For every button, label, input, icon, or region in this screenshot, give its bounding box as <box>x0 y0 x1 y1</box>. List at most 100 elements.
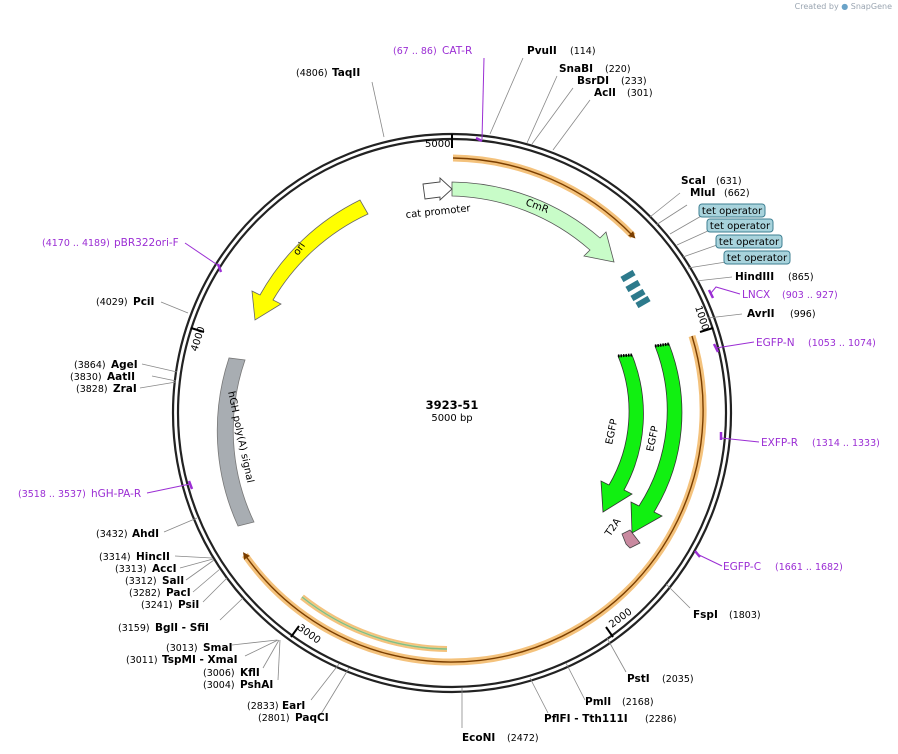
primer-hgh-pa-r-name: hGH-PA-R <box>91 488 141 500</box>
tick-3000 <box>290 625 300 638</box>
leader-eari <box>310 663 340 701</box>
leader-snabi <box>526 75 558 144</box>
tet-operator-box-1 <box>698 203 766 218</box>
primer-hgh-pa-r-line <box>146 483 191 494</box>
site-pvuii-pos: (114) <box>570 46 596 57</box>
leader-paqci <box>320 667 350 715</box>
leader-tetop3 <box>682 244 718 258</box>
feature-cmR-arrow <box>451 181 615 263</box>
primer-exfp-r-pos: (1314 .. 1333) <box>812 438 880 449</box>
tick-label-1000: 1000 <box>692 305 710 333</box>
site-hindiii-pos: (865) <box>788 272 814 283</box>
site-ahdi-name: AhdI <box>132 528 159 540</box>
site-bgli-pos: (3159) <box>118 623 150 634</box>
leader-acci <box>179 558 214 569</box>
leader-tetop2 <box>676 229 711 246</box>
tet-operator-box-3 <box>715 234 783 249</box>
leader-scai <box>649 192 681 218</box>
site-bsrdi-pos: (233) <box>621 76 647 87</box>
site-mlui-name: MluI <box>690 187 715 199</box>
site-pflfi-name: PflFI - Tth111I <box>544 713 628 725</box>
primer-cat-r-name: CAT-R <box>442 45 472 57</box>
tick-1000 <box>699 327 714 333</box>
feature-ori-arrow <box>251 199 369 321</box>
primer-egfp-c-line <box>696 553 723 567</box>
primer-labels: (67 .. 86) CAT-R (4170 .. 4189) pBR322or… <box>18 45 880 573</box>
site-bsrdi-name: BsrDI <box>577 75 609 87</box>
site-zrai-pos: (3828) <box>76 384 108 395</box>
site-taqii-name: TaqII <box>332 67 360 79</box>
feature-t2a-label: T2A <box>603 516 624 539</box>
site-hincii-pos: (3314) <box>99 552 131 563</box>
tick-label-5000: 5000 <box>425 139 450 150</box>
site-snabi-pos: (220) <box>605 64 631 75</box>
leader-ahdi <box>163 517 198 533</box>
leader-agei <box>141 363 178 373</box>
site-tspmi-pos: (3011) <box>126 655 158 666</box>
site-aatii-pos: (3830) <box>70 372 102 383</box>
leader-pflfi <box>529 677 549 714</box>
orf-cmR-line <box>452 157 636 239</box>
primer-egfp-n-pos: (1053 .. 1074) <box>808 338 876 349</box>
tet-operator-label-4: tet operator <box>727 253 788 264</box>
feature-hgh-polya-arrow <box>216 357 255 527</box>
operator-labels: tet operator tet operator tet operator t… <box>698 203 791 265</box>
leader-aatii <box>151 375 177 382</box>
tick-4000 <box>190 327 205 333</box>
primer-markers <box>146 57 760 567</box>
plasmid-size: 5000 bp <box>431 413 472 424</box>
site-zrai-name: ZraI <box>113 383 137 395</box>
site-aatii-name: AatII <box>107 371 135 383</box>
site-ahdi-pos: (3432) <box>96 529 128 540</box>
site-paci-pos: (3282) <box>129 588 161 599</box>
site-kfli-pos: (3006) <box>203 668 235 679</box>
primer-exfp-r-name: EXFP-R <box>761 437 798 449</box>
primer-cat-r-pos: (67 .. 86) <box>393 46 437 57</box>
orf-inner-green <box>301 596 448 650</box>
site-snabi-name: SnaBI <box>559 63 593 75</box>
feature-t2a-arrow <box>621 529 641 549</box>
site-labels: (4806) TaqII PvuII (114) SnaBI (220) Bsr… <box>70 45 816 744</box>
site-pshai-pos: (3004) <box>203 680 235 691</box>
site-pmli-pos: (2168) <box>622 697 654 708</box>
leader-psti <box>606 637 627 673</box>
site-paci-name: PacI <box>166 587 191 599</box>
tet-operator-box-2 <box>706 218 774 233</box>
leader-tetop4 <box>687 261 727 269</box>
leader-psii <box>202 577 228 603</box>
site-acci-name: AccI <box>152 563 176 575</box>
site-psii-pos: (3241) <box>141 600 173 611</box>
primer-exfp-r-line <box>720 437 760 443</box>
site-fspi-pos: (1803) <box>729 610 761 621</box>
tet-operator-label-2: tet operator <box>710 221 771 232</box>
site-avrii-name: AvrII <box>747 308 775 320</box>
site-bgli-name: BglI - SfiI <box>155 622 209 634</box>
orf-egfp-line <box>242 335 704 663</box>
tet-operator-label-3: tet operator <box>719 237 780 248</box>
leader-zrai <box>139 381 177 389</box>
site-psti-name: PstI <box>627 673 650 685</box>
primer-egfp-n-line <box>715 341 755 349</box>
leader-hincii <box>174 555 213 559</box>
site-hindiii-name: HindIII <box>735 271 774 283</box>
leader-taqii <box>371 81 385 138</box>
site-scai-name: ScaI <box>681 175 706 187</box>
leader-acli <box>552 99 591 151</box>
operator-block-4 <box>635 295 651 309</box>
tet-operator-box-4 <box>723 250 791 265</box>
feature-cat-promoter-label: cat promoter <box>405 203 472 221</box>
feature-egfp2-arrow <box>630 343 683 534</box>
leader-bgli <box>219 597 244 621</box>
feature-egfp1-label: EGFP <box>604 418 620 446</box>
feature-egfp1-arrow <box>600 354 644 513</box>
site-acli-pos: (301) <box>627 88 653 99</box>
leader-pvuii <box>489 57 524 135</box>
features: CmR cat promoter ori hGH poly(A) signal … <box>216 176 683 549</box>
leader-avrii <box>707 313 743 319</box>
primer-cat-r-mark <box>475 136 483 143</box>
site-avrii-pos: (996) <box>790 309 816 320</box>
site-smai-name: SmaI <box>203 642 233 654</box>
site-agei-pos: (3864) <box>74 360 106 371</box>
primer-egfp-n-name: EGFP-N <box>756 337 795 349</box>
site-mlui-pos: (662) <box>724 188 750 199</box>
